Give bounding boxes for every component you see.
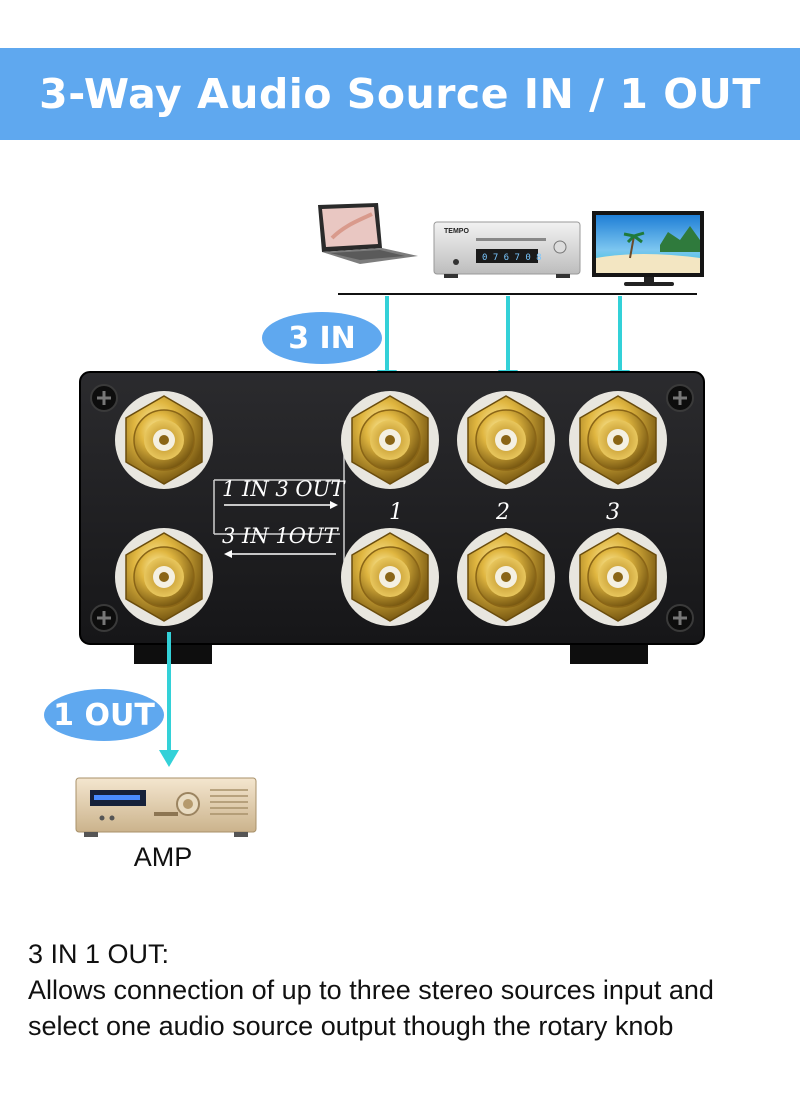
tv-icon [592, 211, 704, 286]
mode-label-top: 1 IN 3 OUT [222, 477, 346, 501]
output-badge: 1 OUT [44, 689, 164, 741]
screw-icon [665, 603, 695, 633]
title-banner: 3-Way Audio Source IN / 1 OUT [0, 48, 800, 140]
rca-jack-icon [114, 390, 214, 490]
channel-label-1: 1 [389, 500, 403, 525]
rca-jack-icon [456, 390, 556, 490]
description-heading: 3 IN 1 OUT: [28, 939, 170, 969]
screw-icon [665, 383, 695, 413]
switch-box-panel: 1 IN 3 OUT 3 IN 1OUT 1 2 3 [79, 371, 705, 645]
description-line-1: Allows connection of up to three stereo … [28, 975, 714, 1005]
description-line-2: select one audio source output though th… [28, 1011, 674, 1041]
rca-jack-icon [340, 390, 440, 490]
rca-jack-icon [568, 527, 668, 627]
channel-label-3: 3 [606, 500, 620, 525]
rca-jack-icon [340, 527, 440, 627]
amplifier-icon [75, 777, 257, 837]
description-block: 3 IN 1 OUT: Allows connection of up to t… [28, 936, 798, 1044]
rca-jack-icon [568, 390, 668, 490]
rca-jack-icon [456, 527, 556, 627]
channel-label-2: 2 [495, 500, 510, 525]
cd-player-icon: TEMPO 0 7 6 7 0 8 [433, 221, 581, 278]
mode-label-bottom: 3 IN 1OUT [222, 524, 340, 548]
amp-label: AMP [133, 842, 193, 872]
screw-icon [89, 603, 119, 633]
laptop-icon [318, 203, 418, 264]
screw-icon [89, 383, 119, 413]
page-title: 3-Way Audio Source IN / 1 OUT [39, 70, 761, 118]
player-display: 0 7 6 7 0 8 [482, 253, 542, 263]
inputs-badge: 3 IN [262, 312, 382, 364]
player-brand: TEMPO [444, 228, 469, 235]
output-arrow [159, 632, 179, 767]
rca-jack-icon [114, 527, 214, 627]
